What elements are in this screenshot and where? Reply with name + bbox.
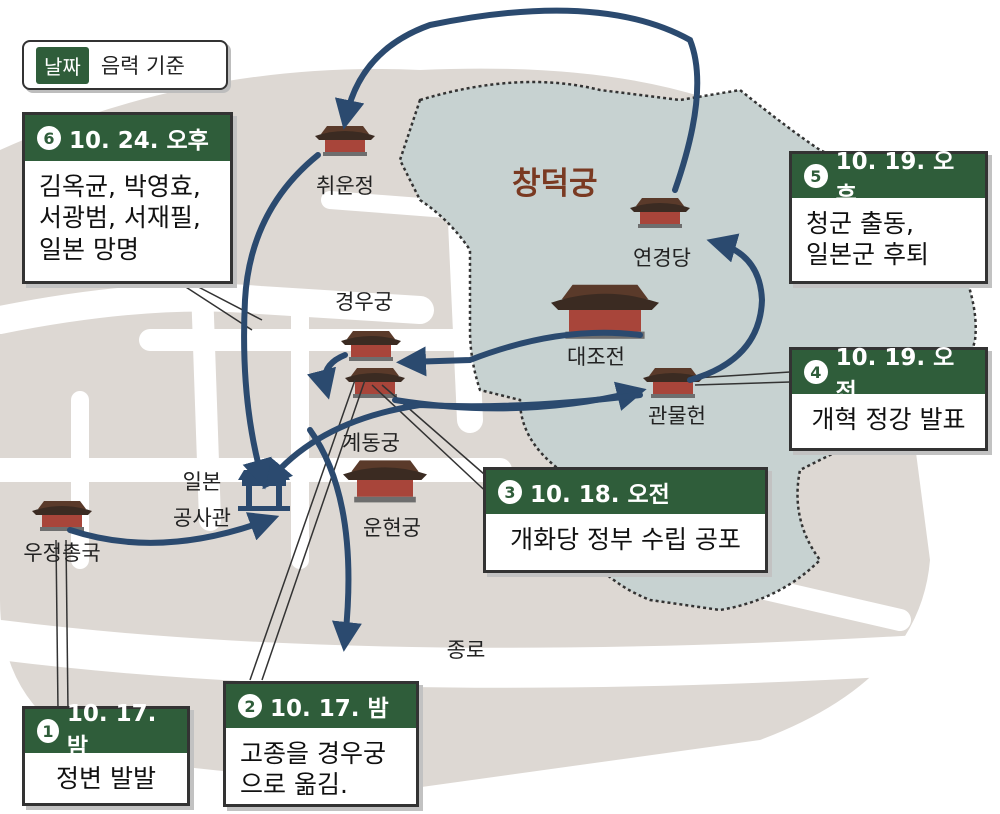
event-header: 4 10. 19. 오전 (792, 345, 985, 405)
event-line: 고종을 경우궁 (240, 739, 386, 768)
event-description: 김옥균, 박영효, 서광범, 서재필, 일본 망명 (25, 161, 230, 275)
event-header: 6 10. 24. 오후 (25, 115, 230, 161)
event-number-badge: 5 (804, 164, 828, 188)
event-description: 고종을 경우궁 으로 옮김. (226, 728, 416, 811)
jongno-label: 종로 (446, 638, 486, 662)
event-line: 정변 발발 (56, 764, 156, 793)
japan-legation-label-2: 공사관 (173, 506, 231, 530)
event-date: 10. 17. 밤 (270, 696, 389, 722)
event-box-1: 1 10. 17. 밤 정변 발발 (22, 701, 190, 806)
gyedonggung-label: 계동궁 (342, 431, 400, 455)
event-header: 2 10. 17. 밤 (226, 684, 416, 728)
route-gyeongugung-loop (306, 352, 348, 400)
route-yeongyeongdang-to-chwiunjeong (334, 7, 701, 193)
event-date: 10. 19. 오전 (835, 345, 955, 405)
yeongyeongdang-label: 연경당 (633, 246, 691, 270)
event-description: 청군 출동, 일본군 후퇴 (792, 198, 985, 281)
event-box-5: 5 10. 19. 오후 청군 출동, 일본군 후퇴 (789, 149, 988, 284)
event-number-badge: 3 (498, 480, 522, 504)
event-box-4: 4 10. 19. 오전 개혁 정강 발표 (789, 345, 988, 451)
event-description: 정변 발발 (25, 753, 187, 804)
event-box-2: 2 10. 17. 밤 고종을 경우궁 으로 옮김. (223, 681, 419, 807)
unhyeongung-label: 운현궁 (363, 516, 421, 540)
event-number-badge: 6 (37, 126, 61, 150)
japan-legation-label-1: 일본 (182, 470, 222, 494)
event-header: 3 10. 18. 오전 (486, 470, 765, 514)
event-date: 10. 17. 밤 (66, 701, 157, 760)
event-number-badge: 4 (804, 360, 828, 384)
event-line: 김옥균, 박영효, (39, 172, 201, 201)
event-line: 서광범, 서재필, (39, 203, 201, 233)
route-ujeong-to-legation (67, 512, 280, 546)
event-date: 10. 24. 오후 (69, 128, 209, 154)
event-line: 개화당 정부 수립 공포 (510, 525, 741, 554)
event-description: 개혁 정강 발표 (792, 394, 985, 445)
chwiunjeong-label: 취운정 (316, 174, 374, 198)
routes (67, 7, 766, 652)
event-number-badge: 2 (238, 694, 262, 718)
event-line: 일본 망명 (39, 234, 139, 264)
event-description: 개화당 정부 수립 공포 (486, 514, 765, 565)
event-line: 으로 옮김. (240, 770, 348, 800)
event-box-3: 3 10. 18. 오전 개화당 정부 수립 공포 (483, 467, 768, 573)
legend-tag: 날짜 (36, 46, 89, 84)
route-legation-to-jongno (307, 427, 362, 652)
changdeokgung-label: 창덕궁 (512, 166, 598, 202)
route-gwanmulheon-to-legation (262, 392, 643, 490)
route-daejojeon-to-gyeongugung (396, 329, 643, 377)
event-number-badge: 1 (37, 719, 59, 743)
event-box-6: 6 10. 24. 오후 김옥균, 박영효, 서광범, 서재필, 일본 망명 (22, 112, 233, 284)
event-header: 1 10. 17. 밤 (25, 701, 187, 760)
event-date: 10. 18. 오전 (530, 482, 670, 508)
route-chwiunjeong-to-legation (241, 152, 321, 490)
event-line: 청군 출동, (806, 209, 914, 238)
legend-text: 음력 기준 (100, 54, 185, 78)
route-gwanmulheon-to-yeongyeongdang (687, 233, 766, 383)
event-line: 개혁 정강 발표 (811, 405, 966, 434)
gyeongugung-label: 경우궁 (335, 290, 393, 314)
event-line: 일본군 후퇴 (806, 240, 929, 270)
daejojeon-label: 대조전 (567, 345, 625, 369)
ujeongchongguk-label: 우정총국 (23, 541, 101, 565)
gwanmulheon-label: 관물헌 (648, 404, 706, 428)
event-header: 5 10. 19. 오후 (792, 149, 985, 209)
legend: 날짜 음력 기준 (22, 40, 228, 90)
event-date: 10. 19. 오후 (835, 149, 955, 209)
